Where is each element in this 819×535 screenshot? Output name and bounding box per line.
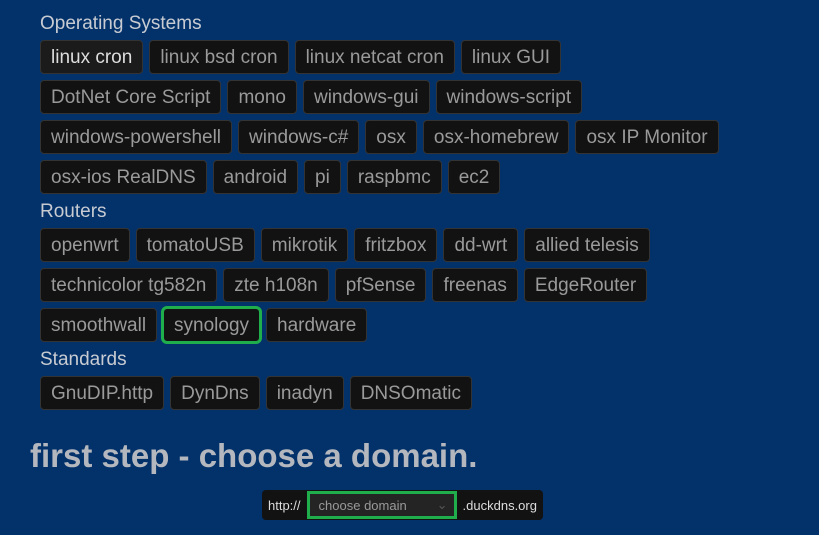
option-button[interactable]: osx <box>365 120 417 154</box>
option-button[interactable]: android <box>212 160 299 194</box>
option-button[interactable]: windows-powershell <box>40 120 233 154</box>
option-button[interactable]: windows-gui <box>302 80 430 114</box>
option-button[interactable]: zte h108n <box>223 268 329 302</box>
option-button[interactable]: DynDns <box>170 376 260 410</box>
domain-picker: http:// choose domain ⌄ .duckdns.org <box>262 490 543 520</box>
option-button[interactable]: linux GUI <box>460 40 562 74</box>
option-button[interactable]: raspbmc <box>346 160 442 194</box>
section-title: Operating Systems <box>40 13 202 34</box>
option-button[interactable]: ec2 <box>447 160 501 194</box>
option-button[interactable]: mikrotik <box>260 228 349 262</box>
option-button[interactable]: fritzbox <box>354 228 438 262</box>
section-title: Routers <box>40 201 107 222</box>
domain-select-value: choose domain <box>318 497 407 513</box>
option-button[interactable]: pi <box>304 160 341 194</box>
option-button[interactable]: windows-script <box>435 80 583 114</box>
option-button[interactable]: pfSense <box>334 268 427 302</box>
option-button[interactable]: osx-ios RealDNS <box>40 160 207 194</box>
option-button[interactable]: GnuDIP.http <box>40 376 165 410</box>
option-button[interactable]: osx-homebrew <box>422 120 570 154</box>
page-heading: first step - choose a domain. <box>30 437 478 474</box>
option-button[interactable]: osx IP Monitor <box>575 120 719 154</box>
option-button[interactable]: technicolor tg582n <box>40 268 218 302</box>
option-button[interactable]: openwrt <box>40 228 130 262</box>
section-title: Standards <box>40 349 127 370</box>
domain-suffix: .duckdns.org <box>462 497 537 513</box>
option-button[interactable]: hardware <box>266 308 368 342</box>
option-button[interactable]: tomatoUSB <box>135 228 255 262</box>
option-button[interactable]: allied telesis <box>524 228 650 262</box>
domain-prefix: http:// <box>268 497 301 513</box>
option-button[interactable]: DotNet Core Script <box>40 80 222 114</box>
option-button[interactable]: linux bsd cron <box>149 40 289 74</box>
option-button[interactable]: windows-c# <box>238 120 360 154</box>
option-button[interactable]: linux netcat cron <box>294 40 455 74</box>
option-button[interactable]: synology <box>161 306 263 344</box>
option-button[interactable]: DNSOmatic <box>349 376 472 410</box>
option-button[interactable]: linux cron <box>40 40 144 74</box>
option-button[interactable]: freenas <box>432 268 518 302</box>
option-button[interactable]: EdgeRouter <box>523 268 648 302</box>
option-button[interactable]: dd-wrt <box>443 228 519 262</box>
option-button[interactable]: mono <box>227 80 297 114</box>
option-button[interactable]: smoothwall <box>40 308 158 342</box>
chevron-down-icon: ⌄ <box>436 497 448 512</box>
option-button[interactable]: inadyn <box>265 376 344 410</box>
domain-select[interactable]: choose domain ⌄ <box>306 491 457 519</box>
